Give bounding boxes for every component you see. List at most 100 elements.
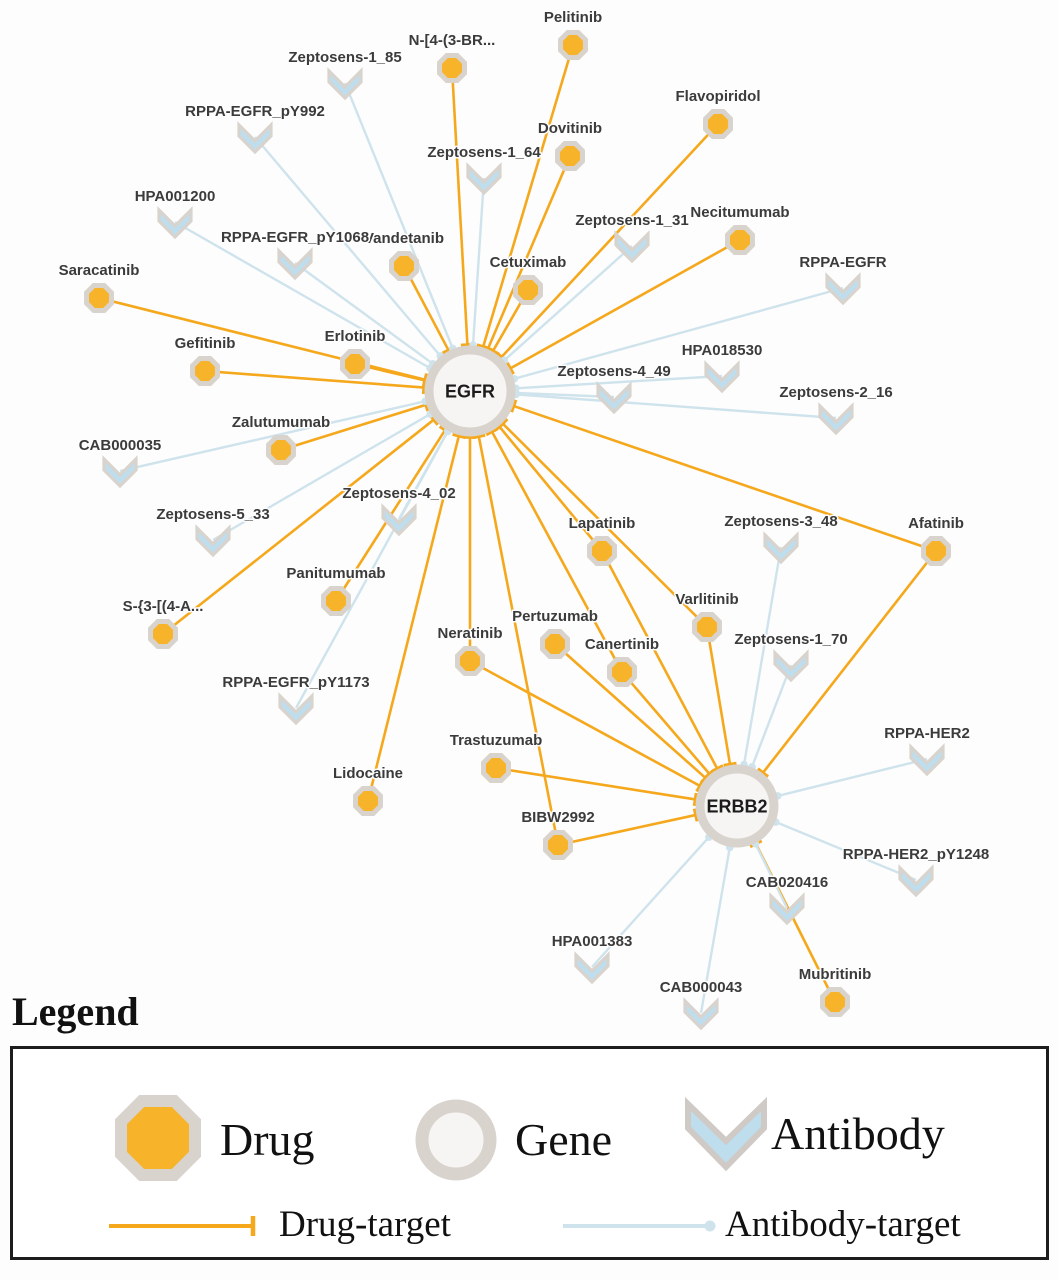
drug-target-edge	[498, 425, 604, 552]
drug-node: Lapatinib	[567, 514, 637, 566]
antibody-target-edge	[471, 177, 486, 346]
edge-layer	[98, 44, 938, 1014]
antibody-node: RPPA-HER2	[883, 724, 971, 777]
drug-node: N-[4-(3-BR...	[407, 31, 497, 83]
antibody-edge-dot	[704, 1220, 716, 1232]
drug-node: Zalutumumab	[230, 413, 332, 465]
gene-circle-glyph	[415, 1099, 497, 1181]
antibody-label: CAB020416	[746, 874, 829, 891]
antibody-target-edge	[294, 262, 434, 365]
drug-edge-tee-cap	[692, 792, 699, 807]
antibody-node: Zeptosens-3_48	[723, 512, 839, 565]
drug-node: Pertuzumab	[511, 607, 599, 659]
antibody-node: Zeptosens-1_64	[426, 143, 543, 196]
antibody-node: RPPA-EGFR_pY1173	[221, 673, 371, 726]
drug-octagon	[340, 349, 370, 379]
antibody-label: Zeptosens-3_48	[724, 513, 837, 530]
drug-octagon-glyph	[115, 1095, 201, 1181]
drug-legend-icon	[115, 1095, 201, 1181]
drug-edge-tee-cap	[723, 761, 737, 768]
drug-label: Lapatinib	[569, 515, 636, 532]
antibody-chevron-glyph	[685, 1096, 767, 1172]
drug-octagon	[389, 251, 419, 281]
antibody-target-edge	[515, 374, 723, 390]
antibody-chevron	[327, 67, 363, 101]
drug-label: BIBW2992	[521, 809, 594, 826]
drug-target-edge	[513, 404, 937, 553]
antibody-target-edge	[119, 400, 426, 473]
drug-node: Cetuximab	[488, 253, 568, 305]
drug-node: BIBW2992	[520, 808, 596, 860]
antibody-target-edge	[174, 220, 431, 370]
antibody-label: Zeptosens-1_70	[734, 631, 847, 648]
antibody-chevron	[278, 692, 314, 726]
drug-octagon	[148, 619, 178, 649]
drug-octagon	[587, 536, 617, 566]
antibody-chevron	[277, 247, 313, 281]
antibody-label: Zeptosens-4_49	[557, 363, 670, 380]
drug-edge-tee-cap	[485, 426, 499, 437]
drug-node: Neratinib	[436, 624, 504, 676]
drug-label: Trastuzumab	[450, 732, 543, 749]
antibody-label: RPPA-HER2_pY1248	[843, 846, 989, 863]
drug-octagon	[481, 753, 511, 783]
antibody-label: RPPA-EGFR_pY1068	[221, 229, 369, 246]
drug-target-edge	[366, 435, 461, 802]
antibody-label: HPA001383	[552, 933, 633, 950]
antibody-chevron	[102, 455, 138, 489]
drug-label: Flavopiridol	[675, 88, 760, 105]
drug-edge-tee-cap	[452, 432, 466, 439]
antibody-target-edge	[699, 847, 731, 1014]
antibody-label: Zeptosens-4_02	[342, 485, 455, 502]
antibody-target-edge	[343, 82, 454, 349]
drug-target-edge	[501, 422, 708, 628]
drug-octagon	[540, 629, 570, 659]
drug-node: Vandetanib	[362, 229, 446, 281]
legend-title: Legend	[12, 989, 139, 1034]
drug-label: N-[4-(3-BR...	[409, 32, 496, 49]
drug-label: Cetuximab	[490, 254, 567, 271]
drug-node: Varlitinib	[674, 590, 740, 642]
drug-octagon	[555, 141, 585, 171]
drug-node: Saracatinib	[57, 261, 141, 313]
drug-label: Necitumumab	[690, 204, 789, 221]
antibody-node: Zeptosens-4_49	[556, 362, 672, 415]
gene-circle	[695, 764, 779, 848]
drug-octagon	[820, 987, 850, 1017]
drug-target-edge	[621, 671, 711, 775]
antibody-target-edge	[742, 546, 783, 765]
antibody-target-edge	[777, 757, 928, 798]
antibody-target-edge	[591, 836, 710, 968]
legend-drug-edge-label: Drug-target	[279, 1204, 451, 1245]
drug-target-edge	[469, 659, 701, 788]
drug-label: Dovitinib	[538, 120, 602, 137]
antibody-node: CAB000043	[658, 978, 744, 1031]
legend-antibody-edge-label: Antibody-target	[725, 1204, 961, 1245]
antibody-node: Zeptosens-2_16	[778, 383, 894, 436]
drug-target-edge	[495, 766, 696, 801]
antibody-target-edge	[254, 136, 442, 357]
drug-label: Pertuzumab	[512, 608, 598, 625]
antibody-chevron	[825, 272, 861, 306]
antibody-node: HPA001200	[133, 187, 217, 240]
drug-label: Varlitinib	[675, 591, 738, 608]
drug-node: Necitumumab	[689, 203, 791, 255]
antibody-target-edge	[294, 430, 449, 709]
antibody-node: Zeptosens-4_02	[341, 484, 457, 537]
legend-box: Drug Gene Antibody Drug-target Antibody-…	[10, 1046, 1049, 1260]
drug-target-edge	[557, 813, 697, 847]
drug-edge-tee-cap	[699, 772, 712, 785]
drug-label: Lidocaine	[333, 765, 403, 782]
drug-target-edge	[600, 550, 719, 770]
drug-octagon	[190, 356, 220, 386]
antibody-target-edge	[754, 843, 789, 909]
drug-node: Dovitinib	[536, 119, 604, 171]
drug-octagon	[437, 53, 467, 83]
drug-edge-tee-cap	[509, 399, 518, 413]
antibody-node: Zeptosens-5_33	[155, 505, 271, 558]
drug-octagon	[266, 435, 296, 465]
drug-node: Erlotinib	[323, 327, 387, 379]
antibody-label: RPPA-EGFR_pY1173	[222, 674, 369, 691]
drug-label: Zalutumumab	[232, 414, 330, 431]
